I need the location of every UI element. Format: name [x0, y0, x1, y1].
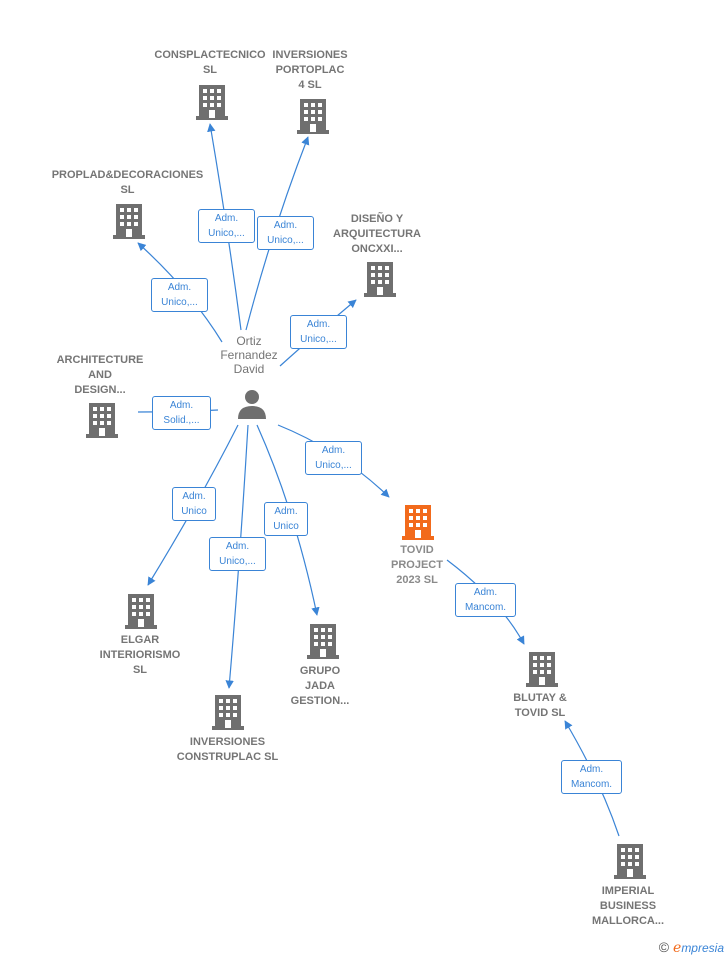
- edge-label-consplactecnico[interactable]: Adm. Unico,...: [198, 209, 255, 243]
- building-icon[interactable]: [364, 261, 396, 302]
- node-label-inversiones-portoplac[interactable]: INVERSIONES PORTOPLAC 4 SL: [272, 49, 348, 91]
- building-icon[interactable]: [307, 623, 339, 664]
- person-icon[interactable]: [236, 388, 268, 425]
- node-label-architecture[interactable]: ARCHITECTURE AND DESIGN...: [56, 354, 144, 396]
- node-label-blutay[interactable]: BLUTAY & TOVID SL: [513, 692, 567, 719]
- person-name[interactable]: Ortiz Fernandez David: [220, 334, 278, 376]
- edge-label-architecture[interactable]: Adm. Solid.,...: [152, 396, 211, 430]
- building-icon[interactable]: [297, 98, 329, 139]
- node-label-elgar[interactable]: ELGAR INTERIORISMO SL: [99, 634, 181, 676]
- brand-logo-initial: e: [673, 940, 682, 956]
- node-label-diseno[interactable]: DISEÑO Y ARQUITECTURA ONCXXI...: [333, 213, 421, 255]
- brand-watermark: ©empresia: [659, 939, 724, 956]
- building-icon[interactable]: [86, 402, 118, 443]
- building-icon[interactable]: [196, 84, 228, 125]
- edge-label-blutay[interactable]: Adm. Mancom.: [455, 583, 516, 617]
- building-icon[interactable]: [125, 593, 157, 634]
- node-label-proplad[interactable]: PROPLAD&DECORACIONES SL: [51, 169, 204, 196]
- node-label-consplactecnico[interactable]: CONSPLACTECNICO SL: [154, 49, 266, 76]
- node-label-tovid[interactable]: TOVID PROJECT 2023 SL: [391, 544, 443, 586]
- edge-label-diseno[interactable]: Adm. Unico,...: [290, 315, 347, 349]
- node-label-grupo-jada[interactable]: GRUPO JADA GESTION...: [290, 665, 350, 707]
- node-label-inversiones-construplac[interactable]: INVERSIONES CONSTRUPLAC SL: [176, 736, 279, 763]
- node-label-imperial[interactable]: IMPERIAL BUSINESS MALLORCA...: [591, 885, 665, 927]
- edge-label-grupo-jada[interactable]: Adm. Unico: [264, 502, 308, 536]
- edge-label-proplad[interactable]: Adm. Unico,...: [151, 278, 208, 312]
- building-icon[interactable]: [212, 694, 244, 735]
- building-icon-highlighted[interactable]: [402, 504, 434, 545]
- building-icon[interactable]: [614, 843, 646, 884]
- edge-label-elgar[interactable]: Adm. Unico: [172, 487, 216, 521]
- building-icon[interactable]: [113, 203, 145, 244]
- edge-label-inversiones-construplac[interactable]: Adm. Unico,...: [209, 537, 266, 571]
- edge-label-tovid[interactable]: Adm. Unico,...: [305, 441, 362, 475]
- building-icon[interactable]: [526, 651, 558, 692]
- copyright-symbol: ©: [658, 939, 670, 955]
- edge-label-imperial[interactable]: Adm. Mancom.: [561, 760, 622, 794]
- brand-name: mpresia: [681, 941, 724, 955]
- edge-label-inversiones-portoplac[interactable]: Adm. Unico,...: [257, 216, 314, 250]
